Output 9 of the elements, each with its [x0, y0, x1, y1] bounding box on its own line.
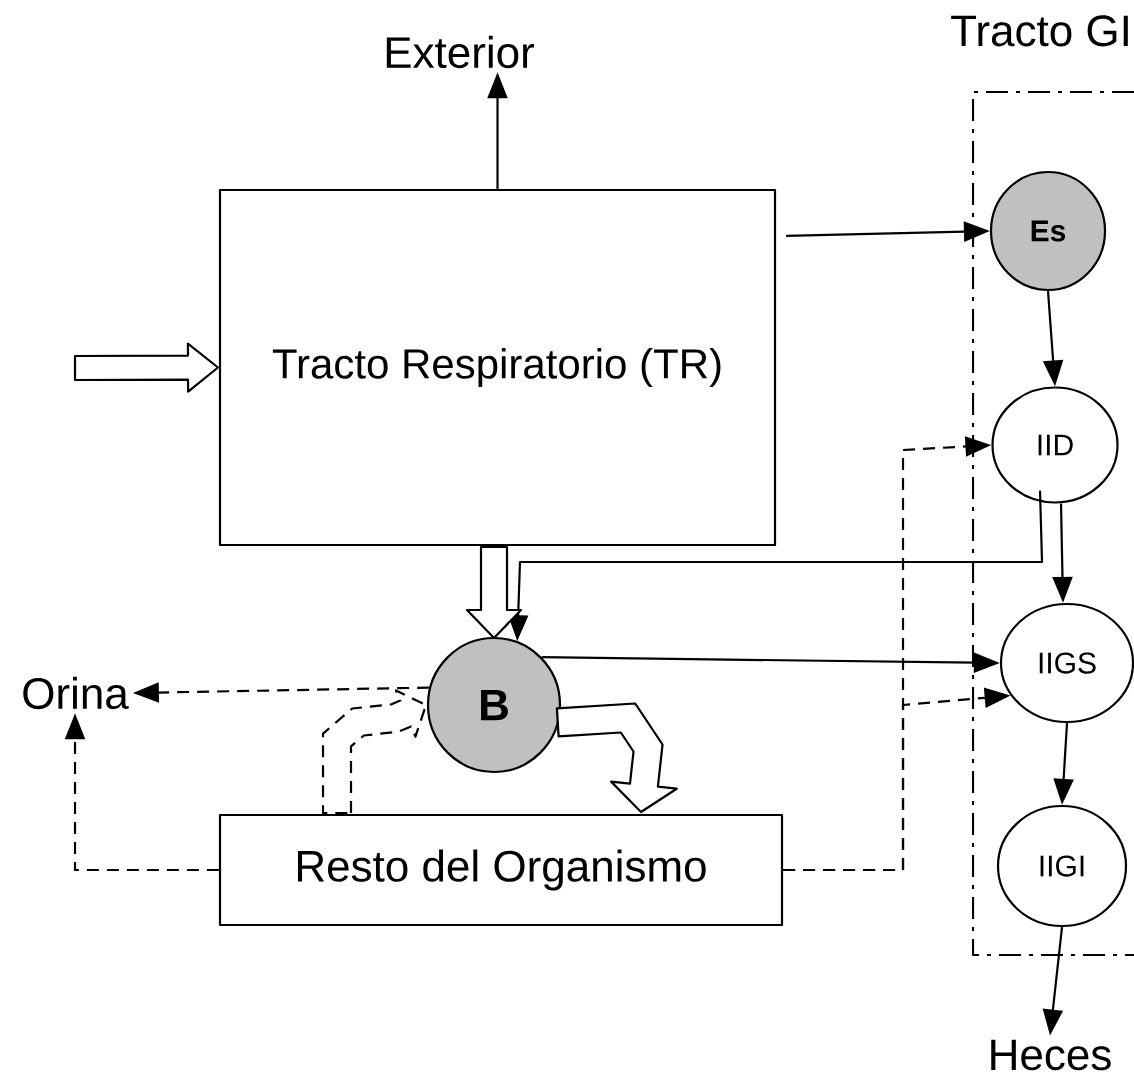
- block-arrow: [73, 342, 220, 393]
- block-arrow: [465, 545, 523, 640]
- text-label: Heces: [991, 1039, 1111, 1071]
- text-label: Orina: [23, 676, 129, 710]
- block-arrow: [321, 689, 428, 815]
- process-box: Tracto Respiratorio (TR): [218, 188, 777, 547]
- block-arrow: [555, 702, 678, 814]
- text-label: Exterior: [386, 35, 535, 69]
- process-box: Resto del Organismo: [218, 813, 784, 927]
